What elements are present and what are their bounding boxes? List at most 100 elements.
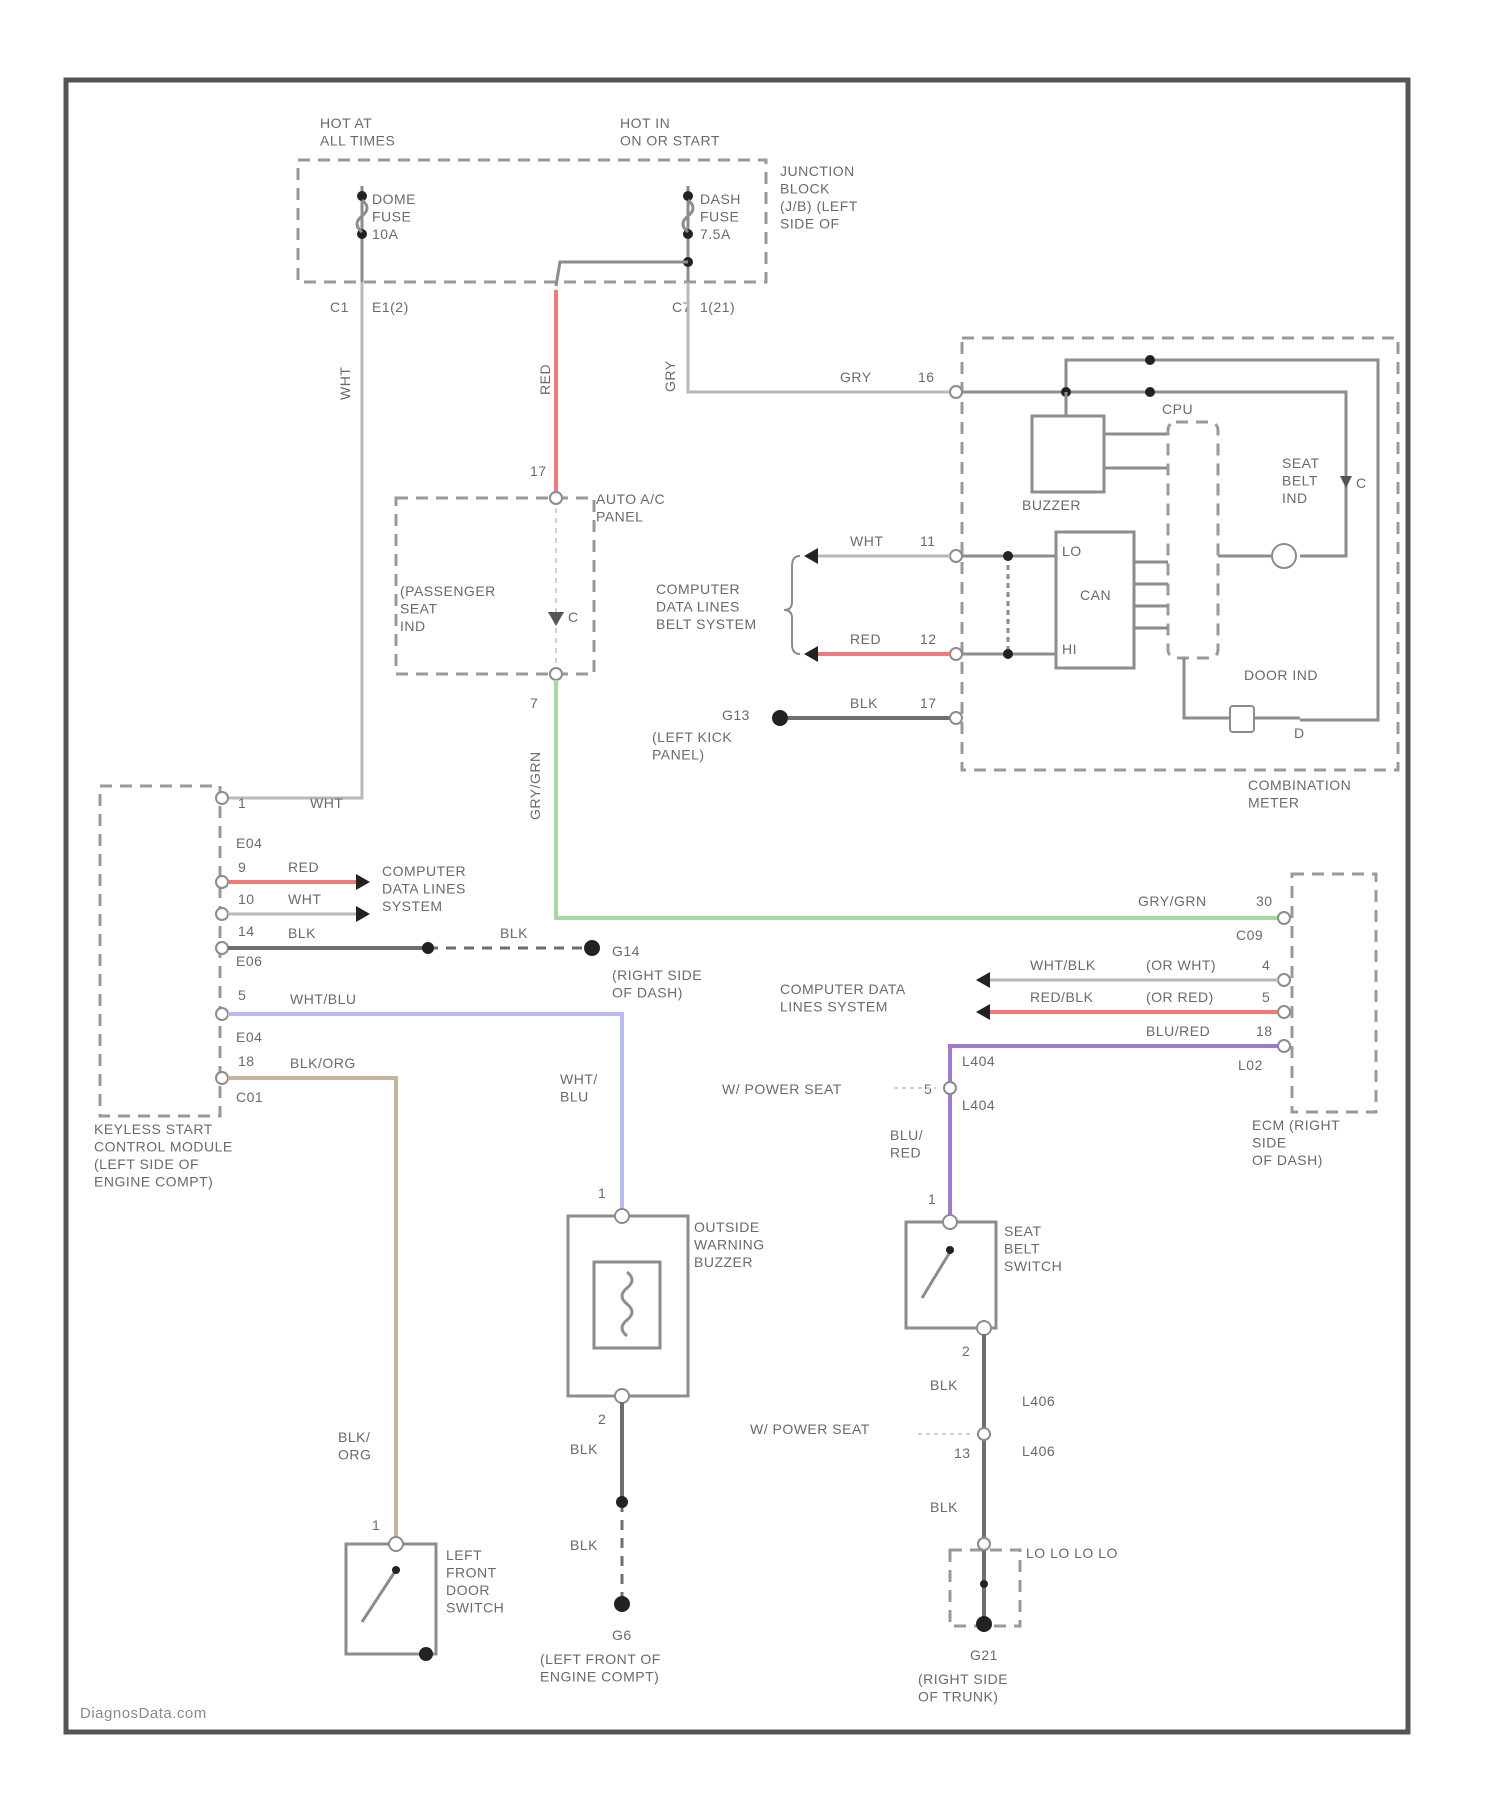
meter-can-lo: LO	[1062, 543, 1082, 559]
meter-pin-17: 17	[920, 695, 937, 711]
l404-bottom-label: L404	[962, 1097, 995, 1113]
keyless-e06: E06	[236, 953, 262, 969]
buzzer-pin-1: 1	[598, 1185, 606, 1201]
w-power-seat-label-1: W/ POWER SEAT	[722, 1081, 842, 1097]
meter-can-hi: HI	[1062, 641, 1077, 657]
wire-wht-blu-stack-label: WHT/BLU	[560, 1071, 598, 1105]
buzzer-blk-label-1: BLK	[570, 1441, 598, 1457]
door-switch-ground	[419, 1647, 433, 1661]
keyless-red-label: RED	[288, 859, 319, 875]
ecm-pin-18: 18	[1256, 1023, 1273, 1039]
auto-ac-c-label: C	[568, 609, 579, 625]
wire-wht-blu-label: WHT/BLU	[290, 991, 357, 1007]
wire-blk-org-label: BLK/ORG	[290, 1055, 356, 1071]
keyless-pin-18: 18	[238, 1053, 255, 1069]
seat-belt-switch-contact	[922, 1252, 950, 1298]
g21-label: G21	[970, 1647, 998, 1663]
keyless-e04b: E04	[236, 1029, 262, 1045]
wire-blu-red-stack-label: BLU/RED	[890, 1127, 923, 1161]
wire-wht-blu	[228, 1014, 622, 1212]
meter-pin-12: 12	[920, 631, 937, 647]
wire-gry-grn	[556, 680, 1290, 918]
wire-wht-dome	[226, 282, 362, 798]
wire-blk-org	[228, 1078, 396, 1544]
wire-gry-horizontal-label: GRY	[840, 369, 872, 385]
buzzer-blk-label-2: BLK	[570, 1537, 598, 1553]
meter-can-label: CAN	[1080, 587, 1111, 603]
keyless-pin-14: 14	[238, 923, 255, 939]
meter-pin-16: 16	[918, 369, 935, 385]
conn-121-label: 1(21)	[700, 299, 735, 315]
keyless-wht-label-2: WHT	[288, 891, 321, 907]
ecm-red-blk-label: RED/BLK	[1030, 989, 1094, 1005]
meter-d-label: D	[1294, 725, 1305, 741]
diagram-frame	[66, 80, 1408, 1732]
dome-fuse	[357, 186, 367, 282]
hot-at-all-times-label: HOT ATALL TIMES	[320, 115, 395, 149]
pin-c1-label: C1	[330, 299, 349, 315]
meter-c-label: C	[1356, 475, 1367, 491]
wire-gry-grn-vertical-label: GRY/GRN	[527, 751, 543, 820]
meter-pin-11: 11	[920, 533, 936, 549]
ecm-l02: L02	[1238, 1057, 1263, 1073]
wire-gry-grn-horizontal-label: GRY/GRN	[1138, 893, 1207, 909]
wire-gry-vertical-label: GRY	[662, 360, 678, 392]
g14-ground	[584, 940, 600, 956]
lo-lo-label: LO LO LO LO	[1026, 1545, 1118, 1561]
l404-top-label: L404	[962, 1053, 995, 1069]
l406-bottom-label: L406	[1022, 1443, 1055, 1459]
keyless-c01: C01	[236, 1089, 263, 1105]
seatbelt-blk-label-1: BLK	[930, 1377, 958, 1393]
ecm-c09: C09	[1236, 927, 1263, 943]
junction-block-box	[298, 160, 766, 282]
door-switch-pin-1: 1	[372, 1517, 380, 1533]
meter-buzzer-label: BUZZER	[1022, 497, 1081, 513]
ecm-wht-blk-label: WHT/BLK	[1030, 957, 1096, 973]
g13-label: G13	[722, 707, 750, 723]
ecm-or-red-label: (OR RED)	[1146, 989, 1214, 1005]
g21-ground	[976, 1616, 992, 1632]
auto-ac-pin-17: 17	[530, 463, 547, 479]
door-ind-lamp	[1230, 706, 1254, 732]
g6-ground	[614, 1596, 630, 1612]
door-switch-contact	[362, 1570, 396, 1622]
g6-location-label: (LEFT FRONT OFENGINE COMPT)	[540, 1651, 661, 1685]
keyless-start-module-label: KEYLESS STARTCONTROL MODULE(LEFT SIDE OF…	[94, 1121, 233, 1190]
wire-blk-g13-label: BLK	[850, 695, 878, 711]
left-front-door-switch	[346, 1544, 436, 1654]
ecm-or-wht-label: (OR WHT)	[1146, 957, 1216, 973]
door-ind-label: DOOR IND	[1244, 667, 1318, 683]
seatbelt-pin-1: 1	[928, 1191, 936, 1207]
seatbelt-conn-pin-13: 13	[954, 1445, 971, 1461]
passenger-seat-indicator	[548, 492, 564, 680]
g14-label: G14	[612, 943, 640, 959]
ecm-pin-4: 4	[1262, 957, 1270, 973]
wire-blk-org-stack-label: BLK/ORG	[338, 1429, 371, 1463]
g14-blk-label: BLK	[500, 925, 528, 941]
dash-fuse	[683, 186, 693, 282]
ecm-blu-red-label: BLU/RED	[1146, 1023, 1210, 1039]
keyless-pin-1: 1	[238, 795, 246, 811]
keyless-start-module-box	[100, 786, 220, 1116]
meter-pin-16-dot	[950, 386, 962, 398]
ecm-pin-5: 5	[1262, 989, 1270, 1005]
keyless-e04a: E04	[236, 835, 262, 851]
keyless-pin-9: 9	[238, 859, 246, 875]
meter-cpu	[1168, 422, 1218, 658]
l406-top-label: L406	[1022, 1393, 1055, 1409]
g13-ground	[772, 710, 788, 726]
wire-wht-meter-label: WHT	[850, 533, 883, 549]
wire-red-meter-label: RED	[850, 631, 881, 647]
auto-ac-pin-7: 7	[530, 695, 538, 711]
